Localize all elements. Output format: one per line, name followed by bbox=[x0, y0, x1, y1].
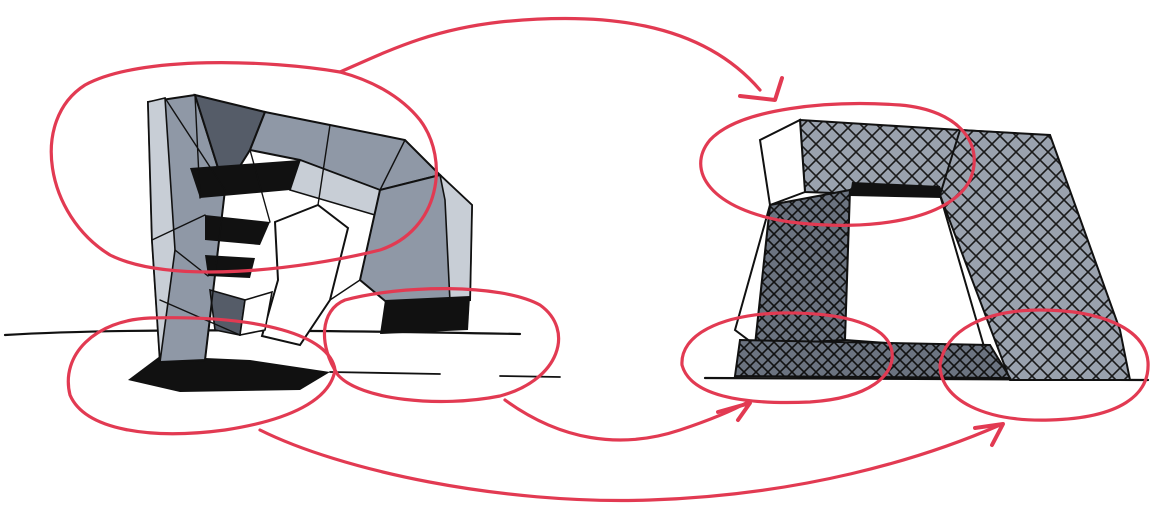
left-arch-opening bbox=[262, 205, 348, 345]
left-inner-facet bbox=[210, 290, 245, 335]
red-arrow-bottom bbox=[260, 425, 1000, 500]
left-right-leg-base bbox=[380, 296, 470, 334]
left-inner-shadow-band-2 bbox=[205, 255, 255, 278]
left-ground-dash bbox=[330, 372, 560, 377]
red-arrow-middle bbox=[505, 400, 748, 440]
right-top-left-face bbox=[760, 120, 805, 205]
left-base-shadow bbox=[128, 356, 330, 392]
left-building-sketch bbox=[5, 95, 560, 392]
right-base-slab bbox=[735, 340, 1010, 378]
left-inner-shadow-band bbox=[205, 215, 270, 245]
red-arrowhead-middle bbox=[718, 403, 750, 420]
red-arrow-top bbox=[340, 18, 760, 90]
right-building-sketch bbox=[705, 120, 1148, 380]
